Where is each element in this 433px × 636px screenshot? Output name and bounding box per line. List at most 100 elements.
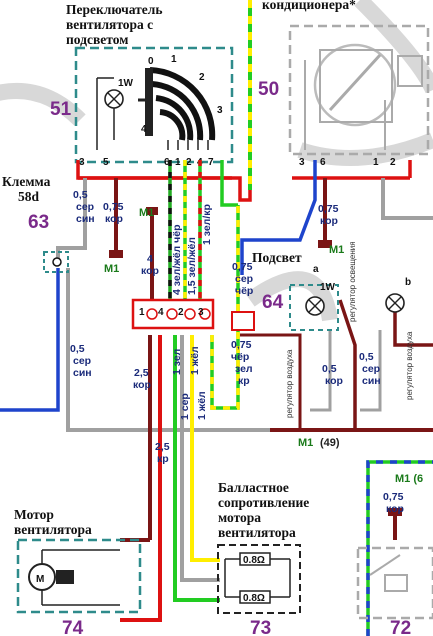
component-64: 64 (262, 292, 284, 313)
switch-title-line3: подсветом (66, 32, 128, 47)
ballast-line2: сопротивление (218, 495, 309, 510)
pin-5: 5 (103, 157, 109, 168)
ground-m1-d: M1 (298, 437, 313, 449)
w9-3: кр (238, 375, 250, 387)
pin-2: 2 (186, 157, 192, 168)
w14: 1 сер (179, 393, 191, 420)
ballast-line1: Балластное (218, 480, 289, 495)
conn-pin-3: 3 (198, 307, 204, 318)
w8-2: чёр (235, 285, 253, 297)
w9-1: чёр (231, 351, 249, 363)
w18-0: 0,5 (359, 351, 374, 363)
w10-1: сер (73, 355, 91, 367)
ac-pin-1: 1 (373, 157, 379, 168)
resistor-1-value: 0.8Ω (243, 555, 265, 566)
w19-1: кор (386, 503, 404, 515)
connector: 1 4 2 3 (131, 298, 215, 330)
reg-illum: регулятор освещения (348, 241, 357, 322)
klemma-label: Клемма (2, 174, 51, 189)
lamp-power: 1W (118, 78, 134, 89)
ground-m1-e: M1 (6 (395, 473, 423, 485)
w10-0: 0,5 (70, 343, 85, 355)
w9-2: зел (235, 363, 253, 375)
lamps-64: a b 1W регулятор освещения регулятор воз… (285, 241, 414, 418)
w2-1: кор (105, 213, 123, 225)
ac-title: кондиционера* (262, 0, 356, 12)
w8-0: 0,75 (232, 261, 253, 273)
ground-m1-b: M1 (139, 207, 154, 219)
ac-pin-2: 2 (390, 157, 396, 168)
ground-markers (109, 207, 402, 516)
w15: 1 жёл (196, 391, 208, 420)
switch-pos-0: 0 (148, 56, 154, 67)
ballast-line4: вентилятора (218, 525, 296, 540)
conn-pin-1: 1 (139, 307, 145, 318)
ground-m1-a: M1 (104, 263, 119, 275)
w6: 1 зел/кр (201, 204, 213, 245)
podsvet-label: Подсвет (252, 250, 302, 265)
w7-1: кор (320, 215, 338, 227)
klemma-number: 58d (18, 189, 40, 204)
w5: 1,5 зел/жёл (186, 237, 198, 295)
component-74: 74 (62, 618, 84, 636)
ground-49: (49) (320, 437, 340, 449)
ground-m1-c: M1 (329, 244, 344, 256)
ballast-line3: мотора (218, 510, 261, 525)
w17-1: кор (325, 375, 343, 387)
w3-1: кор (141, 265, 159, 277)
w1-0: 0,5 (73, 189, 88, 201)
resistor-2-value: 0.8Ω (243, 593, 265, 604)
component-51: 51 (50, 99, 72, 120)
w11-1: кор (133, 379, 151, 391)
w1-1: сер (76, 201, 94, 213)
pin-6: 6 (164, 157, 170, 168)
lamp-a-power: 1W (320, 282, 336, 293)
w12: 1 зел (171, 349, 183, 375)
switch-title-line1: Переключатель (66, 2, 163, 17)
conn-pin-2: 2 (178, 307, 184, 318)
component-63: 63 (28, 212, 49, 233)
w8-1: сер (235, 273, 253, 285)
ballast-73: 0.8Ω 0.8Ω (217, 544, 301, 614)
small-connector (231, 311, 255, 331)
wire-labels: 0,5 сер син 0,75 кор 4 кор 4 зел/жёл чёр… (70, 189, 404, 515)
reg-air-left: регулятор воздуха (285, 349, 294, 418)
component-72: 72 (390, 618, 411, 636)
w18-1: сер (362, 363, 380, 375)
w1-2: син (76, 213, 95, 225)
unit-72 (356, 546, 433, 620)
switch-pos-2: 2 (199, 72, 205, 83)
w16-1: кр (157, 453, 169, 465)
motor-74: M (16, 538, 142, 614)
reg-air-right: регулятор воздуха (405, 331, 414, 400)
conn-pin-4: 4 (158, 307, 164, 318)
component-73: 73 (250, 618, 271, 636)
w2-0: 0,75 (103, 201, 124, 213)
w13: 1 жёл (189, 346, 201, 375)
pin-7: 7 (208, 157, 214, 168)
motor-letter: M (36, 574, 44, 585)
switch-pos-4: 4 (141, 124, 147, 135)
component-50: 50 (258, 79, 279, 100)
w17-0: 0,5 (322, 363, 337, 375)
switch-51: 0 1 2 3 4 1W 3 5 6 1 2 4 7 (74, 46, 234, 168)
w10-2: син (73, 367, 92, 379)
ac-pin-3: 3 (299, 157, 305, 168)
pin-3: 3 (79, 157, 85, 168)
pin-1: 1 (175, 157, 181, 168)
w16-0: 2,5 (155, 441, 170, 453)
switch-pos-1: 1 (171, 54, 177, 65)
w3-0: 4 (147, 253, 153, 265)
lamp-letter-a: a (313, 264, 319, 275)
ac-pin-6: 6 (320, 157, 326, 168)
w19-0: 0,75 (383, 491, 404, 503)
switch-pos-3: 3 (217, 105, 223, 116)
w9-0: 0,75 (231, 339, 252, 351)
w18-2: син (362, 375, 381, 387)
lamp-letter-b: b (405, 277, 411, 288)
w7-0: 0,75 (318, 203, 339, 215)
terminal-63 (43, 251, 69, 273)
